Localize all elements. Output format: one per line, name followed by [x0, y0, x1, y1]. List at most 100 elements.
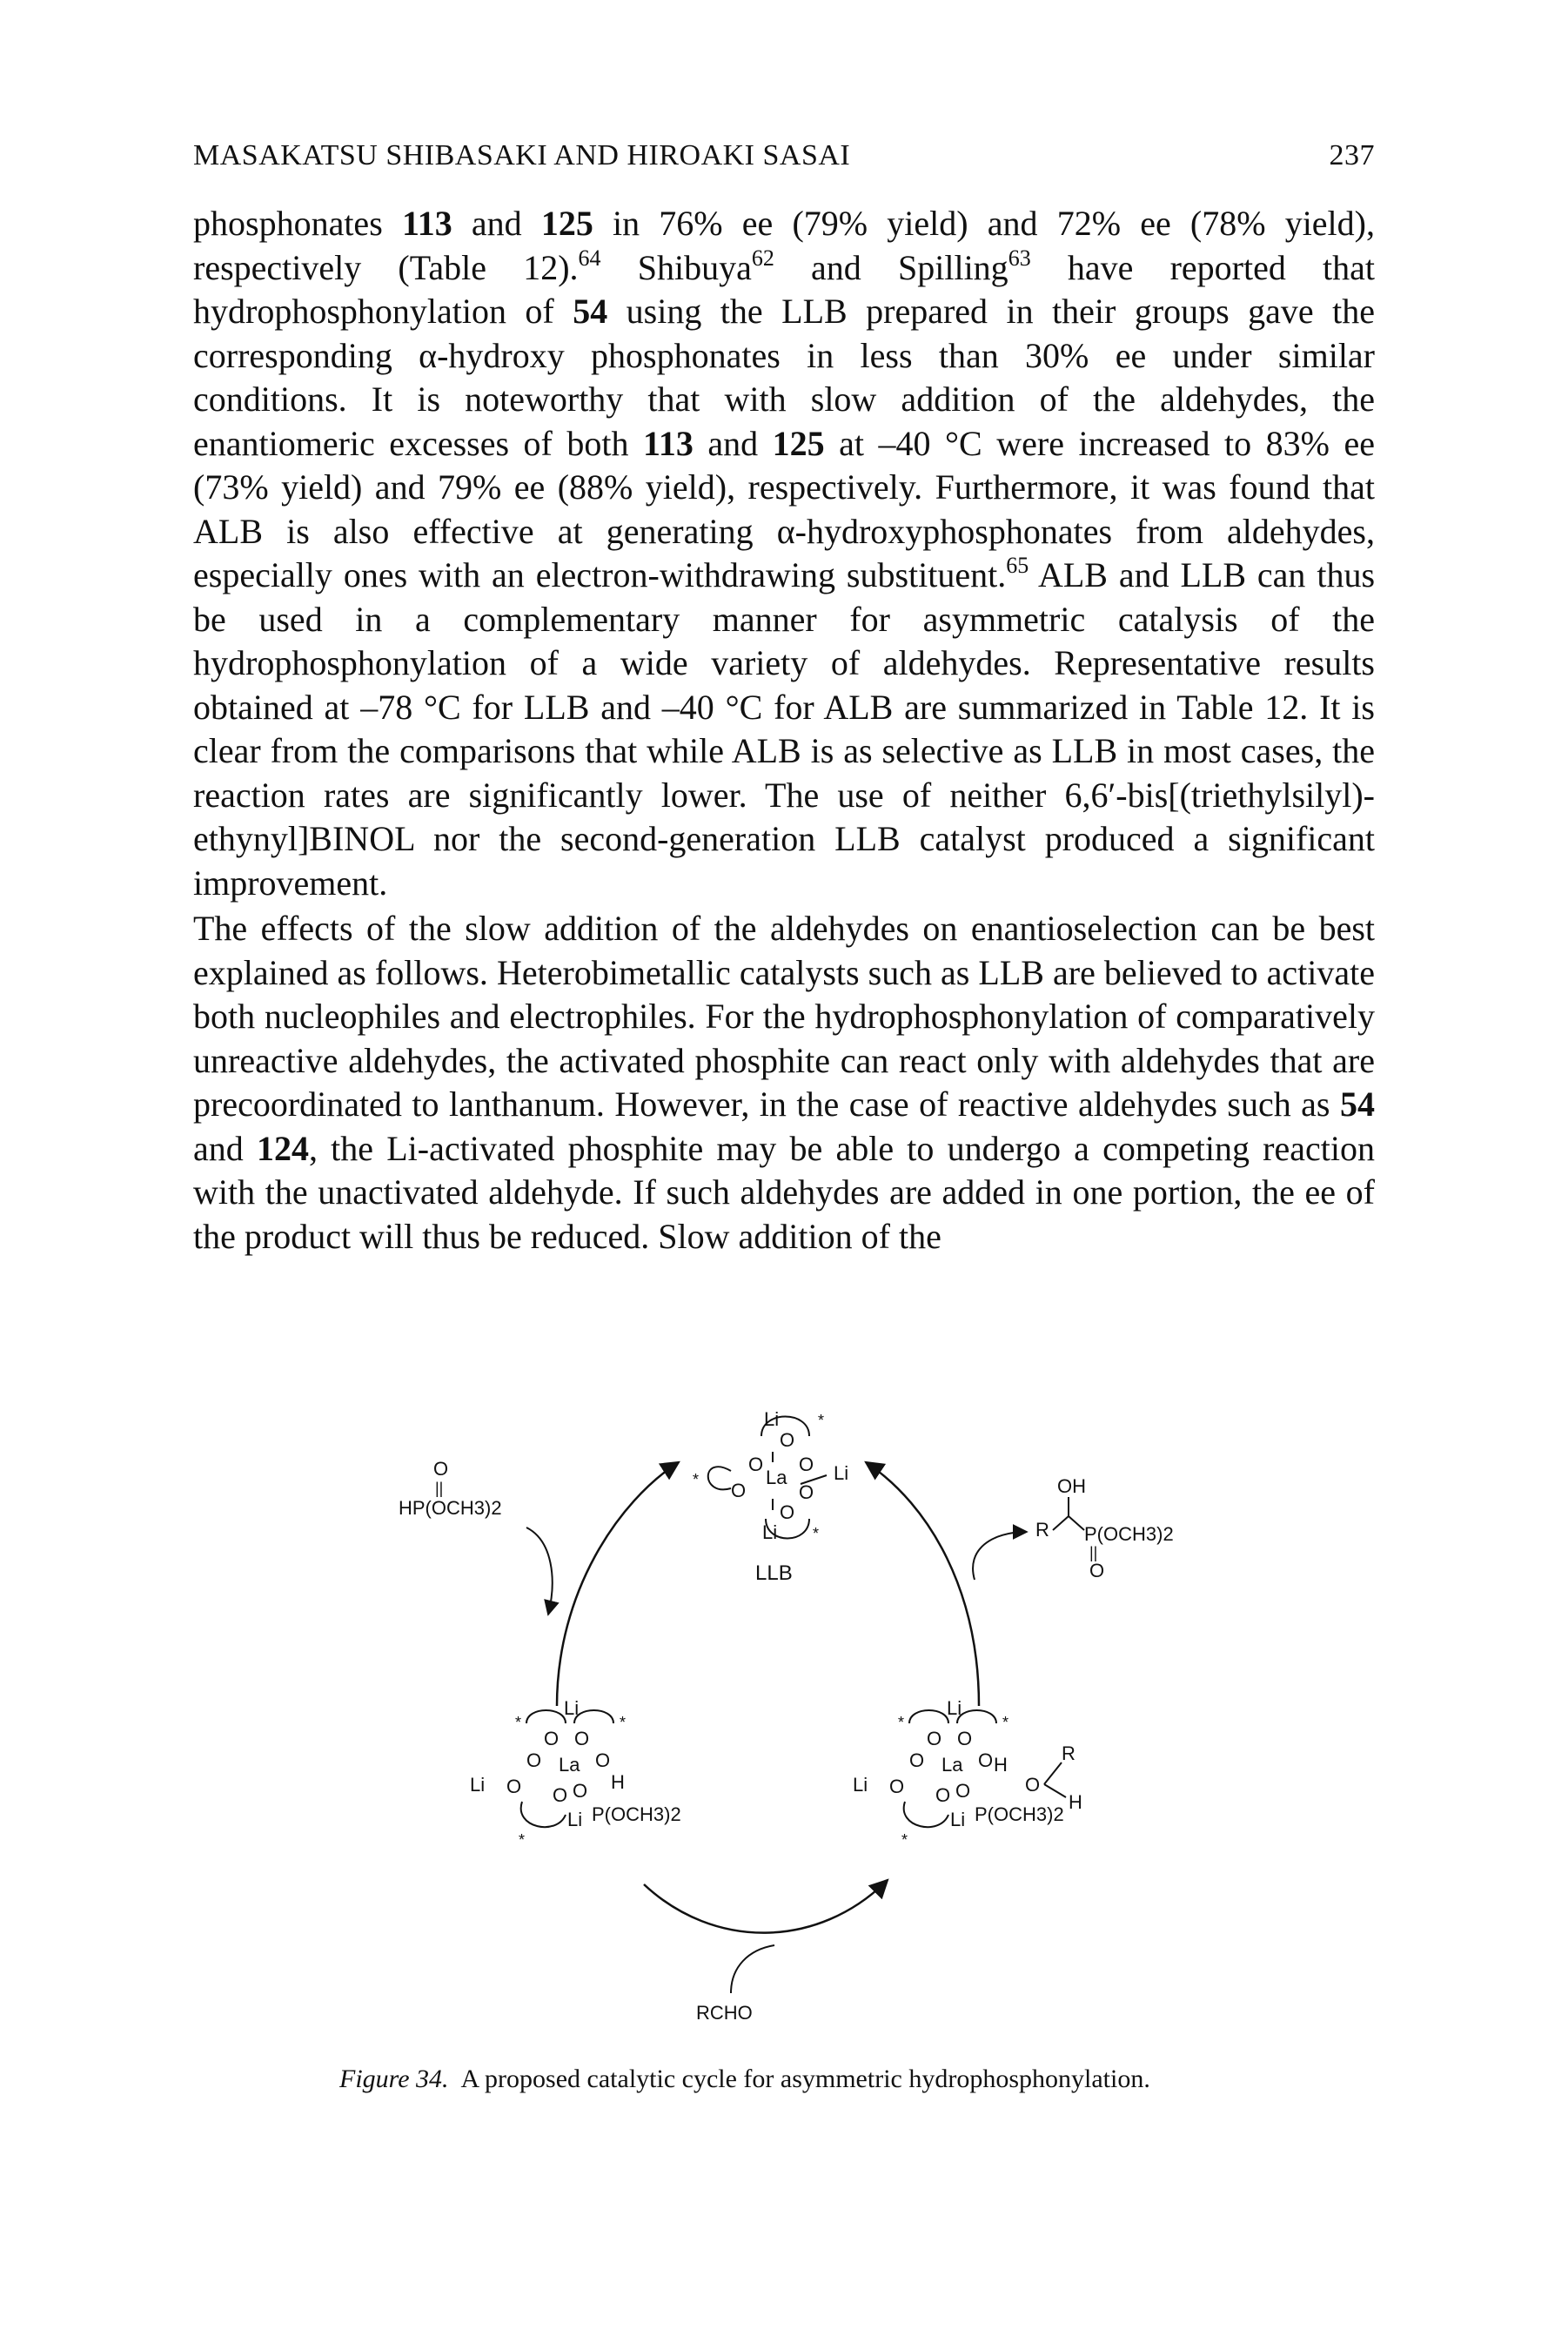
llb-complex: Li * O O O La * O O Li O Li *	[693, 1408, 848, 1543]
page-number: 237	[1329, 139, 1375, 171]
atom-label: OH	[1057, 1475, 1086, 1497]
text-run: The effects of the slow addition of the …	[193, 909, 1375, 1124]
atom-label: O	[780, 1429, 794, 1451]
hydroxyphosphonate-product: OH R P(OCH3)2 || O	[1035, 1475, 1174, 1581]
text-run: and Spilling	[774, 247, 1008, 287]
atom-label: O	[799, 1481, 814, 1503]
bond-label: ||	[1089, 1544, 1097, 1561]
paragraph-1: phosphonates 113 and 125 in 76% ee (79% …	[193, 202, 1375, 905]
running-header: MASAKATSU SHIBASAKI AND HIROAKI SASAI 23…	[193, 139, 1375, 172]
atom-label: O	[927, 1728, 941, 1749]
atom-label: O	[889, 1776, 904, 1797]
atom-label: O	[909, 1749, 924, 1771]
running-title: MASAKATSU SHIBASAKI AND HIROAKI SASAI	[193, 139, 851, 171]
phosphite-reagent: O || HP(OCH3)2	[399, 1458, 502, 1519]
atom-label: O	[748, 1454, 763, 1475]
atom-label: O	[731, 1480, 746, 1501]
atom-label: O	[799, 1454, 814, 1475]
atom-label: La	[941, 1754, 963, 1776]
citation-ref: 63	[1008, 245, 1031, 271]
stereo-marker: *	[818, 1412, 824, 1429]
text-run: and	[452, 204, 541, 243]
compound-ref: 54	[1340, 1084, 1375, 1124]
atom-label: O	[595, 1749, 610, 1771]
compound-ref: 54	[573, 292, 608, 331]
stereo-marker: *	[898, 1714, 904, 1731]
atom-label: O	[955, 1780, 970, 1802]
citation-ref: 65	[1006, 553, 1029, 578]
product-out-arrow	[972, 1524, 1029, 1581]
compound-ref: 113	[401, 204, 452, 243]
phosphite-group: P(OCH3)2	[592, 1803, 681, 1825]
atom-label: H	[994, 1754, 1008, 1776]
atom-label: O	[574, 1728, 589, 1749]
text-run: Shibuya	[600, 247, 752, 287]
bond-label: ||	[435, 1480, 443, 1497]
atom-label: O	[506, 1776, 521, 1797]
phosphite-group: P(OCH3)2	[975, 1803, 1064, 1825]
atom-label: Li	[470, 1774, 485, 1796]
atom-label: O	[935, 1784, 950, 1806]
text-run: have reported that hydrophosphonylation …	[193, 247, 1376, 332]
atom-label: Li	[947, 1697, 962, 1719]
atom-label: O	[553, 1784, 567, 1806]
stereo-marker: *	[901, 1831, 908, 1849]
text-run: using the LLB prepared in their groups g…	[193, 292, 1375, 463]
compound-ref: 125	[772, 423, 825, 463]
text-run: and	[693, 423, 773, 463]
cycle-arrow-right	[864, 1460, 981, 1707]
stereo-marker: *	[519, 1831, 525, 1849]
text-run: and	[193, 1128, 257, 1168]
atom-label: Li	[834, 1462, 848, 1484]
atom-label: Li	[564, 1697, 579, 1719]
text-run: , the Li-activated phosphite may be able…	[193, 1128, 1375, 1256]
compound-ref: 113	[643, 423, 694, 463]
stereo-marker: *	[515, 1714, 521, 1731]
atom-label: Li	[567, 1809, 582, 1830]
stereo-marker: *	[620, 1714, 626, 1731]
aldehyde-label: RCHO	[696, 2002, 753, 2024]
atom-label: La	[766, 1467, 787, 1488]
intermediate-right: Li * * O O O La O H R Li O O H O O Li P(…	[853, 1697, 1082, 1849]
compound-ref: 125	[540, 204, 593, 243]
atom-label: Li	[762, 1521, 777, 1543]
atom-label: La	[559, 1754, 580, 1776]
stereo-marker: *	[813, 1525, 819, 1542]
figure-label: Figure 34.	[339, 2065, 449, 2093]
caption-text: A proposed catalytic cycle for asymmetri…	[460, 2065, 1150, 2093]
phosphite-formula: HP(OCH3)2	[399, 1497, 502, 1519]
text-run: at –40 °C were increased to 83% ee (73% …	[193, 423, 1376, 595]
atom-label: R	[1062, 1742, 1075, 1764]
aldehyde-in-arrow	[730, 1944, 775, 1994]
atom-label: O	[780, 1501, 794, 1523]
atom-label: O	[957, 1728, 972, 1749]
cycle-diagram: Li * O O O La * O O Li O Li * LLB O || H…	[399, 1408, 1174, 2024]
phosphonate-formula: P(OCH3)2	[1084, 1523, 1174, 1545]
text-run: ALB and LLB can thus be used in a comple…	[193, 555, 1376, 903]
figure-caption: Figure 34. A proposed catalytic cycle for…	[339, 2065, 1297, 2094]
citation-ref: 62	[751, 245, 774, 271]
atom-label: O	[1089, 1560, 1104, 1581]
atom-label: O	[544, 1728, 559, 1749]
llb-label: LLB	[755, 1561, 793, 1585]
stereo-marker: *	[1002, 1714, 1008, 1731]
atom-label: R	[1035, 1519, 1049, 1541]
atom-label: O	[573, 1780, 587, 1802]
atom-label: O	[526, 1749, 541, 1771]
atom-label: O	[433, 1458, 448, 1480]
paragraph-2: The effects of the slow addition of the …	[193, 907, 1375, 1259]
atom-label: O	[1025, 1774, 1040, 1796]
compound-ref: 124	[256, 1128, 309, 1168]
catalytic-cycle-figure: Li * O O O La * O O Li O Li * LLB O || H…	[365, 1393, 1236, 2037]
cycle-arrow-bottom	[643, 1878, 889, 1934]
atom-label: H	[611, 1771, 625, 1793]
intermediate-left: Li * * O O O La O Li O H O O Li P(OCH3)2…	[470, 1697, 681, 1849]
atom-label: O	[978, 1749, 993, 1771]
atom-label: Li	[764, 1408, 779, 1430]
citation-ref: 64	[578, 245, 601, 271]
body-text: phosphonates 113 and 125 in 76% ee (79% …	[193, 202, 1375, 1259]
cycle-arrow-left	[555, 1460, 680, 1707]
stereo-marker: *	[693, 1471, 699, 1488]
atom-label: H	[1069, 1791, 1082, 1813]
text-run: in 76% ee (79% yield) and 72% ee (78% yi…	[193, 204, 1375, 287]
